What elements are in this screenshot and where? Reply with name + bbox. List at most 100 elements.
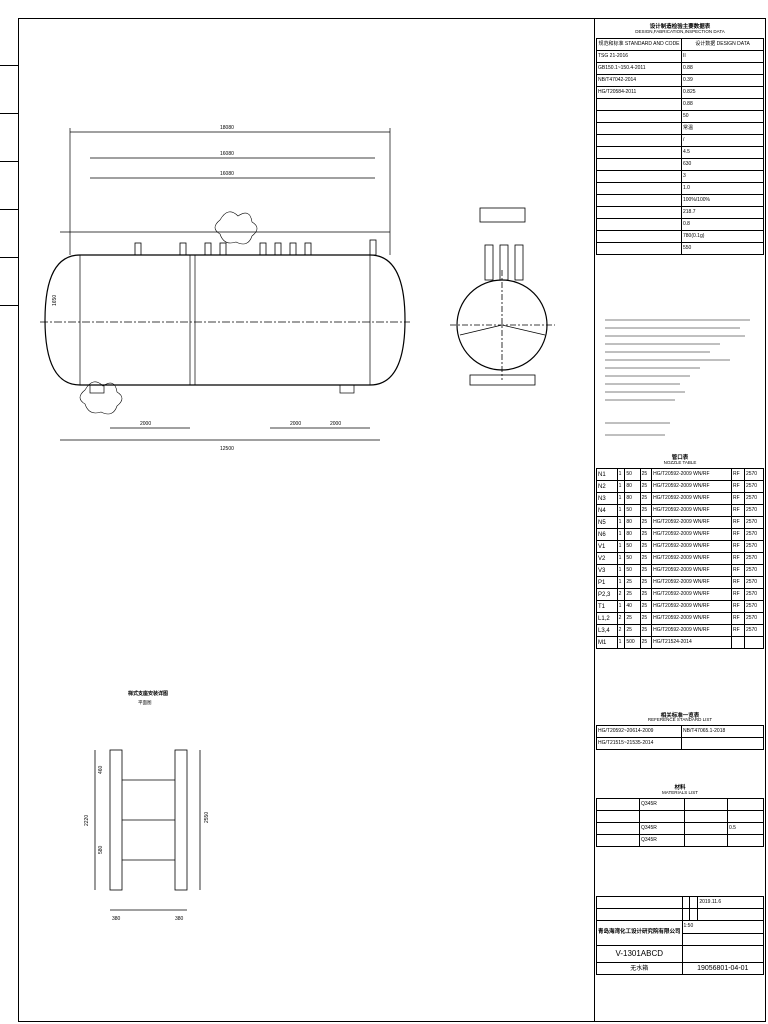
detail-title: 梯式支座安装详图 <box>128 691 169 697</box>
nozzle-mark: N4 <box>596 504 618 517</box>
dv-8: / <box>681 134 764 147</box>
company-name: 青岛海湾化工设计研究院有限公司 <box>596 920 683 946</box>
detail-dim-6: 380 <box>175 916 184 922</box>
nozzle-qty: 1 <box>616 552 626 565</box>
dv-14: 218.7 <box>681 206 764 219</box>
nozzle-mark: P1 <box>596 576 618 589</box>
nozzle-mark: N3 <box>596 492 618 505</box>
dv-9: 4.5 <box>681 146 764 159</box>
design-header-en: DESIGN DATA <box>716 41 750 47</box>
mat-3: 0.5 <box>727 822 764 835</box>
nozzle-face <box>730 636 745 649</box>
nozzle-std: HG/T20592-2009 WN/RF <box>651 624 732 637</box>
design-header: 设计数据 <box>695 41 716 47</box>
nozzle-pn: 25 <box>639 492 653 505</box>
nozzle-use: 2570 <box>743 528 765 541</box>
mat-4: Q345R <box>639 834 685 847</box>
nozzle-mark: L1,2 <box>596 612 618 625</box>
nozzle-qty: 1 <box>616 504 626 517</box>
nozzle-use: 2570 <box>743 600 765 613</box>
nozzle-dn: 50 <box>624 504 641 517</box>
dv-7: 常温 <box>681 122 764 135</box>
nozzle-use: 2570 <box>743 552 765 565</box>
tb-date: 2019.11.6 <box>697 896 764 909</box>
nozzle-use <box>743 636 765 649</box>
nozzle-face: RF <box>730 528 745 541</box>
std-header-en: STANDARD AND CODE <box>624 41 680 47</box>
nozzle-pn: 25 <box>639 516 653 529</box>
nozzle-title: 管口表 <box>671 455 689 461</box>
nozzle-title-en: NOZZLE TABLE <box>663 460 697 465</box>
nozzle-face: RF <box>730 588 745 601</box>
nozzle-mark: M1 <box>596 636 618 649</box>
nozzle-qty: 2 <box>616 612 626 625</box>
nozzle-use: 2570 <box>743 492 765 505</box>
nozzle-std: HG/T20592-2009 WN/RF <box>651 480 732 493</box>
nozzle-face: RF <box>730 540 745 553</box>
nozzle-dn: 80 <box>624 528 641 541</box>
design-data-table: 规范和标准 STANDARD AND CODE 设计数据 DESIGN DATA… <box>596 38 764 255</box>
nozzle-mark: V1 <box>596 540 618 553</box>
nozzle-mark: N6 <box>596 528 618 541</box>
detail-dim-5: 380 <box>112 916 121 922</box>
nozzle-face: RF <box>730 552 745 565</box>
nozzle-face: RF <box>730 516 745 529</box>
equipment-desc: 无水箱 <box>596 962 683 975</box>
ref-2: NB/T47065.1-2018 <box>681 725 764 738</box>
nozzle-qty: 1 <box>616 600 626 613</box>
nozzle-pn: 25 <box>639 540 653 553</box>
nozzle-dn: 80 <box>624 480 641 493</box>
nozzle-qty: 1 <box>616 468 626 481</box>
nozzle-face: RF <box>730 480 745 493</box>
notes-lines <box>605 319 750 436</box>
nozzle-face: RF <box>730 504 745 517</box>
nozzle-qty: 1 <box>616 576 626 589</box>
design-data-title: 设计制造检验主要数据表 <box>649 24 711 30</box>
std-2: GB150.1~150.4-2011 <box>596 62 682 75</box>
dv-10: 630 <box>681 158 764 171</box>
right-panel <box>594 18 767 1022</box>
nozzle-std: HG/T20592-2009 WN/RF <box>651 564 732 577</box>
dim-bottom-1: 12500 <box>220 446 234 452</box>
mat-2: Q345R <box>639 822 685 835</box>
nozzle-face: RF <box>730 492 745 505</box>
equipment-name: V-1301ABCD <box>596 945 683 963</box>
nozzle-pn: 25 <box>639 480 653 493</box>
reference-title-en: REFERENCE STANDARD LIST <box>647 717 713 722</box>
nozzle-face: RF <box>730 600 745 613</box>
tb-scale: 1:50 <box>681 920 765 934</box>
nozzle-qty: 2 <box>616 588 626 601</box>
nozzle-use: 2570 <box>743 504 765 517</box>
nozzle-qty: 1 <box>616 516 626 529</box>
vessel-end-view <box>450 207 555 386</box>
nozzle-pn: 25 <box>639 588 653 601</box>
dv-3: 0.39 <box>681 74 764 87</box>
nozzle-pn: 25 <box>639 636 653 649</box>
nozzle-use: 2570 <box>743 564 765 577</box>
nozzle-mark: N2 <box>596 480 618 493</box>
std-3: NB/T47042-2014 <box>596 74 682 87</box>
nozzle-use: 2570 <box>743 480 765 493</box>
nozzle-qty: 2 <box>616 624 626 637</box>
dim-top-3: 16080 <box>220 171 234 177</box>
design-data-subtitle: DESIGN,FABRICATION,INSPECTION DATA <box>635 29 725 34</box>
nozzle-pn: 25 <box>639 528 653 541</box>
dv-12: 1.0 <box>681 182 764 195</box>
nozzle-pn: 25 <box>639 624 653 637</box>
dim-bottom-3: 2000 <box>330 421 341 427</box>
std-header: 规范和标准 <box>598 41 624 47</box>
detail-dim-1: 2220 <box>84 815 90 826</box>
dim-top-1: 18080 <box>220 125 234 131</box>
nozzle-dn: 40 <box>624 600 641 613</box>
dv-17: 550 <box>681 242 764 255</box>
nozzle-pn: 25 <box>639 552 653 565</box>
dv-2: 0.88 <box>681 62 764 75</box>
materials-title: 材料 <box>674 785 686 791</box>
nozzle-std: HG/T20592-2009 WN/RF <box>651 540 732 553</box>
